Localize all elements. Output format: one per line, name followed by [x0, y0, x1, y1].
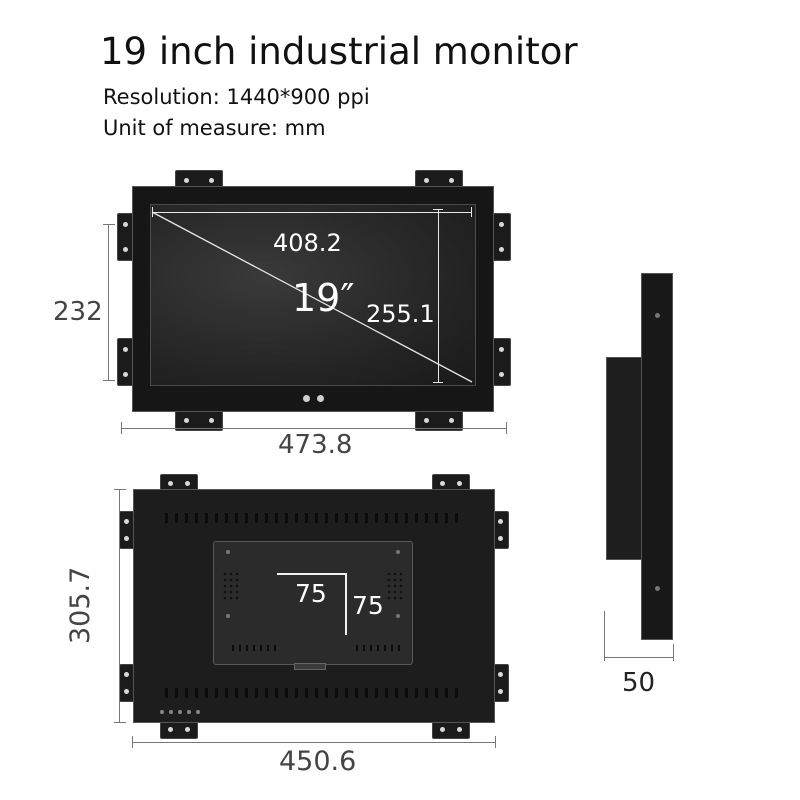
- vesa-v-label: 75: [352, 591, 384, 620]
- height-dimension-line: [119, 489, 120, 723]
- vesa-h-label: 75: [295, 579, 327, 608]
- port-icon: [169, 710, 173, 714]
- height-dimension-line: [108, 224, 109, 380]
- width-dimension-line: [132, 742, 496, 743]
- plate-vents: [232, 645, 276, 651]
- depth-dimension-line: [604, 657, 674, 658]
- mount-bracket: [175, 411, 223, 431]
- tick-mark: [433, 209, 443, 210]
- tick-mark: [604, 611, 605, 661]
- mount-bracket: [117, 338, 135, 386]
- back-width-label: 450.6: [279, 746, 357, 777]
- tick-mark: [103, 224, 115, 225]
- mount-bracket: [493, 213, 511, 261]
- tick-mark: [121, 422, 122, 434]
- back-height-label: 305.7: [65, 566, 96, 644]
- screen-width-label: 408.2: [273, 229, 342, 257]
- resolution-text: Resolution: 1440*900 ppi: [103, 85, 370, 109]
- screw-icon: [655, 586, 660, 591]
- front-width-label: 473.8: [278, 430, 353, 460]
- screen: [150, 204, 476, 386]
- tick-mark: [132, 736, 133, 748]
- unit-text: Unit of measure: mm: [103, 116, 326, 140]
- mount-bracket: [119, 664, 135, 702]
- connector-port: [294, 663, 326, 670]
- tick-mark: [471, 207, 472, 217]
- screw-icon: [396, 550, 400, 554]
- screw-icon: [226, 550, 230, 554]
- tick-mark: [506, 422, 507, 434]
- mount-bracket: [493, 338, 511, 386]
- diagonal-line: [151, 211, 473, 383]
- tick-mark: [114, 489, 126, 490]
- sensor-led-icon: [317, 395, 324, 402]
- tick-mark: [114, 722, 126, 723]
- screen-height-line: [438, 209, 439, 383]
- vesa-h-line: [277, 573, 346, 575]
- port-icon: [160, 710, 164, 714]
- mount-bracket: [160, 721, 198, 739]
- side-front-bezel: [641, 273, 673, 640]
- tick-mark: [673, 644, 674, 661]
- screw-icon: [655, 313, 660, 318]
- vesa-v-line: [345, 573, 347, 635]
- mount-bracket: [160, 474, 198, 493]
- mount-bracket: [117, 213, 135, 261]
- mount-bracket: [493, 664, 509, 702]
- mount-bracket: [432, 721, 470, 739]
- depth-label: 50: [622, 668, 656, 698]
- mount-bracket: [415, 411, 463, 431]
- screen-size-label: 19″: [292, 276, 355, 320]
- speaker-grill-icon: [223, 572, 239, 600]
- tick-mark: [103, 380, 115, 381]
- front-height-label: 232: [53, 297, 103, 327]
- bottom-vents: [165, 688, 458, 698]
- port-icon: [196, 710, 200, 714]
- width-dimension-line: [121, 428, 507, 429]
- port-icon: [187, 710, 191, 714]
- tick-mark: [495, 736, 496, 748]
- mount-bracket: [432, 474, 470, 493]
- vesa-plate: [213, 541, 413, 665]
- top-vents: [165, 513, 458, 523]
- speaker-grill-icon: [387, 572, 403, 600]
- monitor-bezel: [132, 186, 494, 412]
- rear-panel: [133, 489, 495, 723]
- side-rear-housing: [606, 357, 642, 560]
- screw-icon: [226, 614, 230, 618]
- page-title: 19 inch industrial monitor: [100, 30, 578, 73]
- mount-bracket: [415, 170, 463, 190]
- port-icon: [178, 710, 182, 714]
- tick-mark: [433, 382, 443, 383]
- power-led-icon: [303, 395, 310, 402]
- screen-width-line: [152, 212, 472, 213]
- mount-bracket: [119, 511, 135, 549]
- mount-bracket: [493, 511, 509, 549]
- mount-bracket: [175, 170, 223, 190]
- tick-mark: [152, 207, 153, 217]
- plate-vents: [356, 645, 400, 651]
- screen-height-label: 255.1: [366, 300, 435, 328]
- screw-icon: [396, 614, 400, 618]
